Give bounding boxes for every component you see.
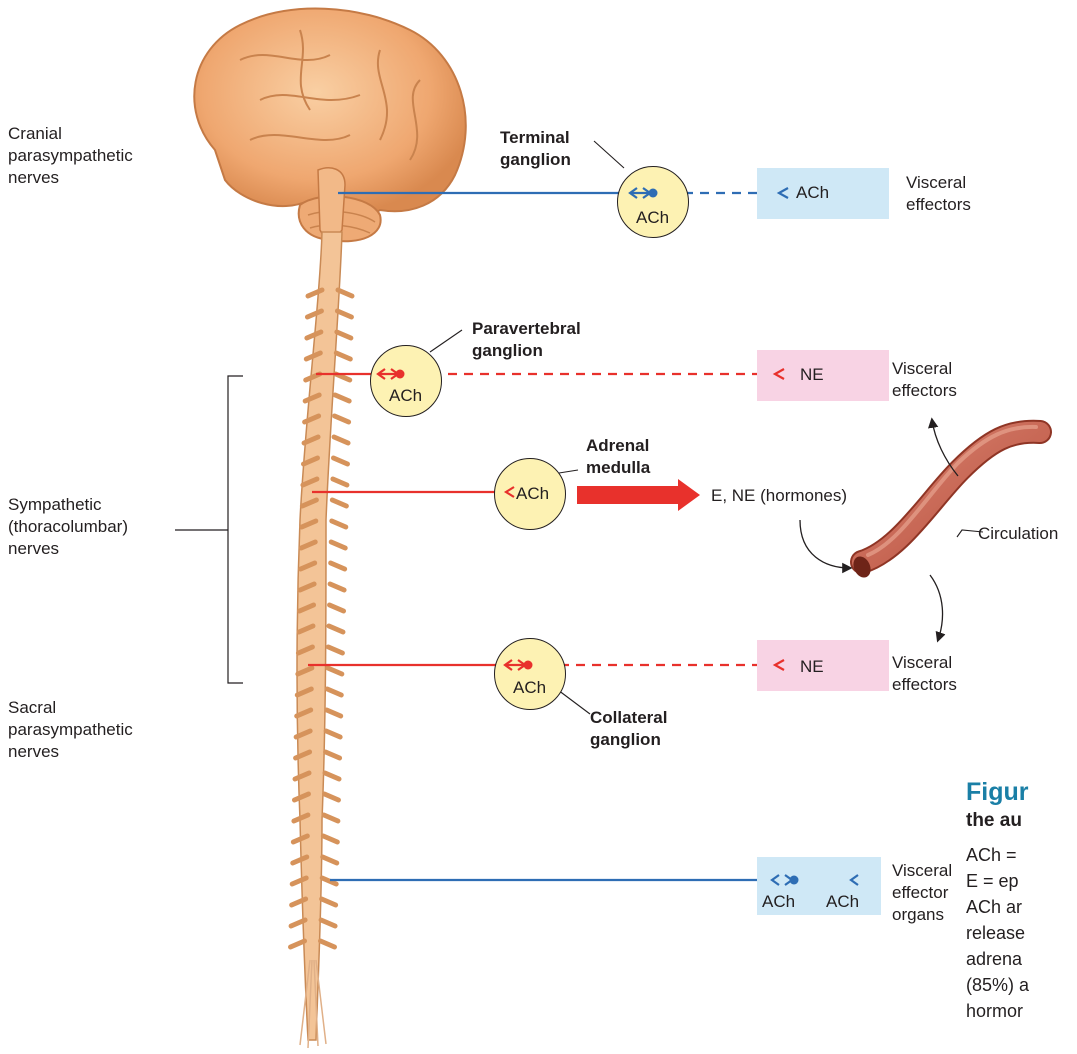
sympathetic-label: Sympathetic (thoracolumbar) nerves bbox=[8, 494, 128, 560]
cranial-parasympathetic-label: Cranial parasympathetic nerves bbox=[8, 123, 133, 189]
paravertebral-ganglion-label: Paravertebral ganglion bbox=[472, 318, 581, 362]
figure-caption-title: Figur bbox=[966, 778, 1029, 807]
cranial-visceral-effectors-label: Visceral effectors bbox=[906, 172, 971, 216]
hormones-label: E, NE (hormones) bbox=[711, 485, 847, 507]
visceral-effector-organs-label: Visceral effector organs bbox=[892, 860, 952, 926]
collateral-ganglion-label: Collateral ganglion bbox=[590, 707, 667, 751]
lower-visceral-effectors-label: Visceral effectors bbox=[892, 652, 957, 696]
terminal-ganglion-label: Terminal ganglion bbox=[500, 127, 571, 171]
paravertebral-ne-label: NE bbox=[800, 364, 824, 386]
sacral-postganglionic-ach-label: ACh bbox=[826, 891, 859, 913]
upper-visceral-effectors-label: Visceral effectors bbox=[892, 358, 957, 402]
terminal-ach-label: ACh bbox=[636, 207, 669, 229]
cranial-effector-ach-label: ACh bbox=[796, 182, 829, 204]
circulation-label: Circulation bbox=[978, 523, 1058, 545]
collateral-ach-label: ACh bbox=[513, 677, 546, 699]
figure-caption-subtitle: the au bbox=[966, 810, 1022, 832]
figure-caption-body: ACh = E = ep ACh ar release adrena (85%)… bbox=[966, 842, 1029, 1024]
paravertebral-ach-label: ACh bbox=[389, 385, 422, 407]
sacral-preganglionic-ach-label: ACh bbox=[762, 891, 795, 913]
adrenal-medulla-label: Adrenal medulla bbox=[586, 435, 650, 479]
adrenal-ach-label: ACh bbox=[516, 483, 549, 505]
collateral-ne-label: NE bbox=[800, 656, 824, 678]
sacral-parasympathetic-label: Sacral parasympathetic nerves bbox=[8, 697, 133, 763]
